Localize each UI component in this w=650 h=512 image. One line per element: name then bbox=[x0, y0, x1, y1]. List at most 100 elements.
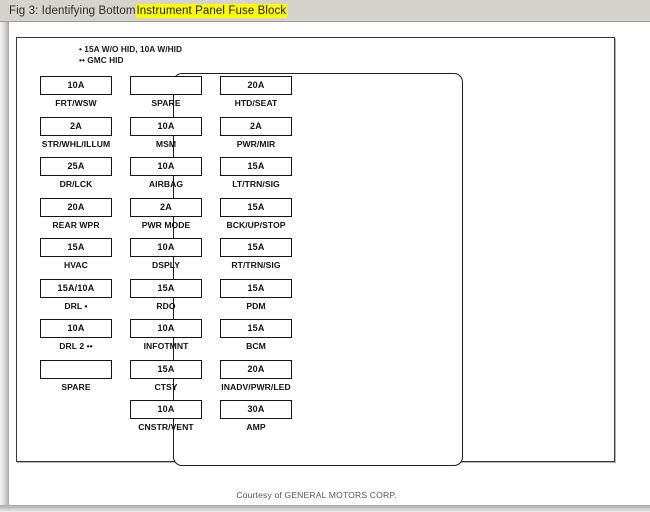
fuse-amperage: 10A bbox=[67, 80, 85, 90]
fuse-amperage: 15A/10A bbox=[57, 282, 95, 293]
fuse-slot-box[interactable]: 15A bbox=[220, 278, 292, 298]
fuse-cell[interactable]: 10A AIRBAG bbox=[123, 157, 209, 189]
diagram-frame: • 15A W/O HID, 10A W/HID •• GMC HID 10A F… bbox=[16, 37, 615, 500]
fuse-slot-box[interactable]: 15A/10A bbox=[40, 278, 112, 298]
fuse-cell[interactable]: SPARE bbox=[33, 359, 119, 392]
document-canvas: • 15A W/O HID, 10A W/HID •• GMC HID 10A F… bbox=[9, 22, 650, 505]
fuse-cell[interactable]: 10A FRT/WSW bbox=[33, 76, 119, 108]
fuse-slot-box[interactable]: 15A bbox=[220, 238, 292, 257]
fuse-amperage: 10A bbox=[157, 404, 175, 414]
fuse-amperage: 15A bbox=[247, 161, 265, 171]
fuse-cell[interactable]: 20A HTD/SEAT bbox=[213, 76, 299, 108]
fuse-slot-box[interactable]: 30A bbox=[220, 400, 292, 419]
fuse-slot-box[interactable]: 2A bbox=[130, 197, 202, 217]
fuse-cell[interactable]: 15A LT/TRN/SIG bbox=[213, 157, 299, 189]
fuse-circuit-label: FRT/WSW bbox=[55, 98, 97, 108]
fuse-circuit-label: PDM bbox=[246, 300, 266, 311]
fuse-cell[interactable]: 2A STR/WHL/ILLUM bbox=[33, 116, 119, 149]
fuse-circuit-label: HVAC bbox=[64, 260, 88, 270]
fuse-circuit-label: PWR/MIR bbox=[236, 138, 276, 149]
fuse-cell[interactable]: 25A DR/LCK bbox=[33, 157, 119, 189]
courtesy-credit: Courtesy of GENERAL MOTORS CORP. bbox=[236, 490, 397, 500]
fuse-amperage: 10A bbox=[157, 120, 175, 131]
fuse-slot-box[interactable]: 15A bbox=[220, 157, 292, 176]
fuse-slot-box[interactable]: 10A bbox=[130, 400, 202, 419]
fuse-cell[interactable]: 10A MSM bbox=[123, 116, 209, 149]
fuse-amperage: 25A bbox=[67, 161, 85, 171]
title-highlighted-text: Instrument Panel Fuse Block bbox=[135, 3, 288, 18]
fuse-slot-box[interactable]: 20A bbox=[40, 197, 112, 217]
fuse-cell[interactable]: 2A PWR/MIR bbox=[213, 116, 299, 149]
fuse-cell[interactable]: 15A BCM bbox=[213, 319, 299, 351]
window-left-edge bbox=[0, 22, 9, 505]
fuse-cell[interactable]: 2A PWR MODE bbox=[123, 197, 209, 230]
fuse-amperage: 2A bbox=[160, 201, 172, 212]
fuse-amperage: 10A bbox=[157, 323, 175, 333]
fuse-slot-box[interactable]: 2A bbox=[220, 116, 292, 136]
fuse-amperage: 15A bbox=[247, 201, 265, 212]
fuse-cell[interactable]: 15A HVAC bbox=[33, 238, 119, 270]
fuse-circuit-label: MSM bbox=[155, 138, 177, 149]
fuse-amperage: 15A bbox=[157, 363, 175, 374]
fuse-circuit-label: PWR MODE bbox=[141, 219, 191, 230]
fuse-cell[interactable]: 15A RDO bbox=[123, 278, 209, 311]
fuse-slot-box[interactable]: 25A bbox=[40, 157, 112, 176]
fuse-amperage: 2A bbox=[250, 120, 262, 131]
fuse-slot-box[interactable]: 10A bbox=[130, 157, 202, 176]
fuse-slot-box[interactable]: 15A bbox=[40, 238, 112, 257]
fuse-slot-box[interactable]: 10A bbox=[130, 116, 202, 136]
fuse-slot-box[interactable]: 20A bbox=[220, 76, 292, 95]
fuse-cell[interactable]: 15A PDM bbox=[213, 278, 299, 311]
fuse-cell[interactable]: 15A RT/TRN/SIG bbox=[213, 238, 299, 270]
fuse-slot-box[interactable]: 10A bbox=[40, 76, 112, 95]
fuse-cell[interactable]: SPARE bbox=[123, 76, 209, 108]
fuse-circuit-label: CNSTR/VENT bbox=[138, 422, 194, 432]
fuse-circuit-label: DR/LCK bbox=[59, 179, 93, 189]
fuse-amperage: 10A bbox=[67, 323, 85, 333]
fuse-amperage: 15A bbox=[157, 282, 175, 293]
fuse-amperage: 2A bbox=[70, 120, 82, 131]
fuse-cell[interactable]: 20A INADV/PWR/LED bbox=[213, 359, 299, 392]
fuse-cell[interactable]: 15A CTSY bbox=[123, 359, 209, 392]
fuse-slot-box[interactable]: 10A bbox=[40, 319, 112, 338]
fuse-amperage: 30A bbox=[247, 404, 265, 414]
window-bottom-edge bbox=[0, 505, 650, 512]
fuse-circuit-label: BCM bbox=[246, 341, 266, 351]
fuse-slot-box[interactable]: 15A bbox=[220, 197, 292, 217]
fuse-circuit-label: RT/TRN/SIG bbox=[231, 260, 281, 270]
fuse-amperage: 20A bbox=[247, 363, 265, 374]
fuse-cell[interactable]: 10A DSPLY bbox=[123, 238, 209, 270]
fuse-amperage: 10A bbox=[157, 242, 175, 252]
fuse-amperage: 15A bbox=[247, 242, 265, 252]
fuse-circuit-label: SPARE bbox=[151, 98, 181, 108]
fuse-circuit-label: INADV/PWR/LED bbox=[221, 381, 291, 392]
fuse-circuit-label: LT/TRN/SIG bbox=[232, 179, 280, 189]
fuse-slot-box[interactable]: 15A bbox=[130, 278, 202, 298]
fuse-slot-box[interactable]: 20A bbox=[220, 359, 292, 379]
fuse-circuit-label: AIRBAG bbox=[148, 179, 184, 189]
fuse-slot-box[interactable]: 15A bbox=[130, 359, 202, 379]
fuse-circuit-label: RDO bbox=[156, 300, 176, 311]
fuse-slot-box[interactable]: 10A bbox=[130, 319, 202, 338]
fuse-circuit-label: STR/WHL/ILLUM bbox=[41, 138, 111, 149]
fuse-slot-box[interactable] bbox=[130, 76, 202, 95]
window-title-bar: Fig 3: Identifying Bottom Instrument Pan… bbox=[0, 0, 650, 22]
fuse-slot-box[interactable]: 10A bbox=[130, 238, 202, 257]
title-prefix-text: Fig 3: Identifying Bottom bbox=[9, 4, 136, 17]
fuse-circuit-label: CTSY bbox=[154, 381, 178, 392]
legend-note-2: •• GMC HID bbox=[79, 55, 124, 65]
legend-notes: • 15A W/O HID, 10A W/HID •• GMC HID bbox=[79, 44, 299, 66]
fuse-slot-box[interactable] bbox=[40, 359, 112, 379]
fuse-cell[interactable]: 10A CNSTR/VENT bbox=[123, 400, 209, 432]
fuse-amperage: 15A bbox=[67, 242, 85, 252]
fuse-slot-box[interactable]: 15A bbox=[220, 319, 292, 338]
fuse-slot-box[interactable]: 2A bbox=[40, 116, 112, 136]
fuse-circuit-label: HTD/SEAT bbox=[234, 98, 278, 108]
fuse-circuit-label: DSPLY bbox=[151, 260, 181, 270]
